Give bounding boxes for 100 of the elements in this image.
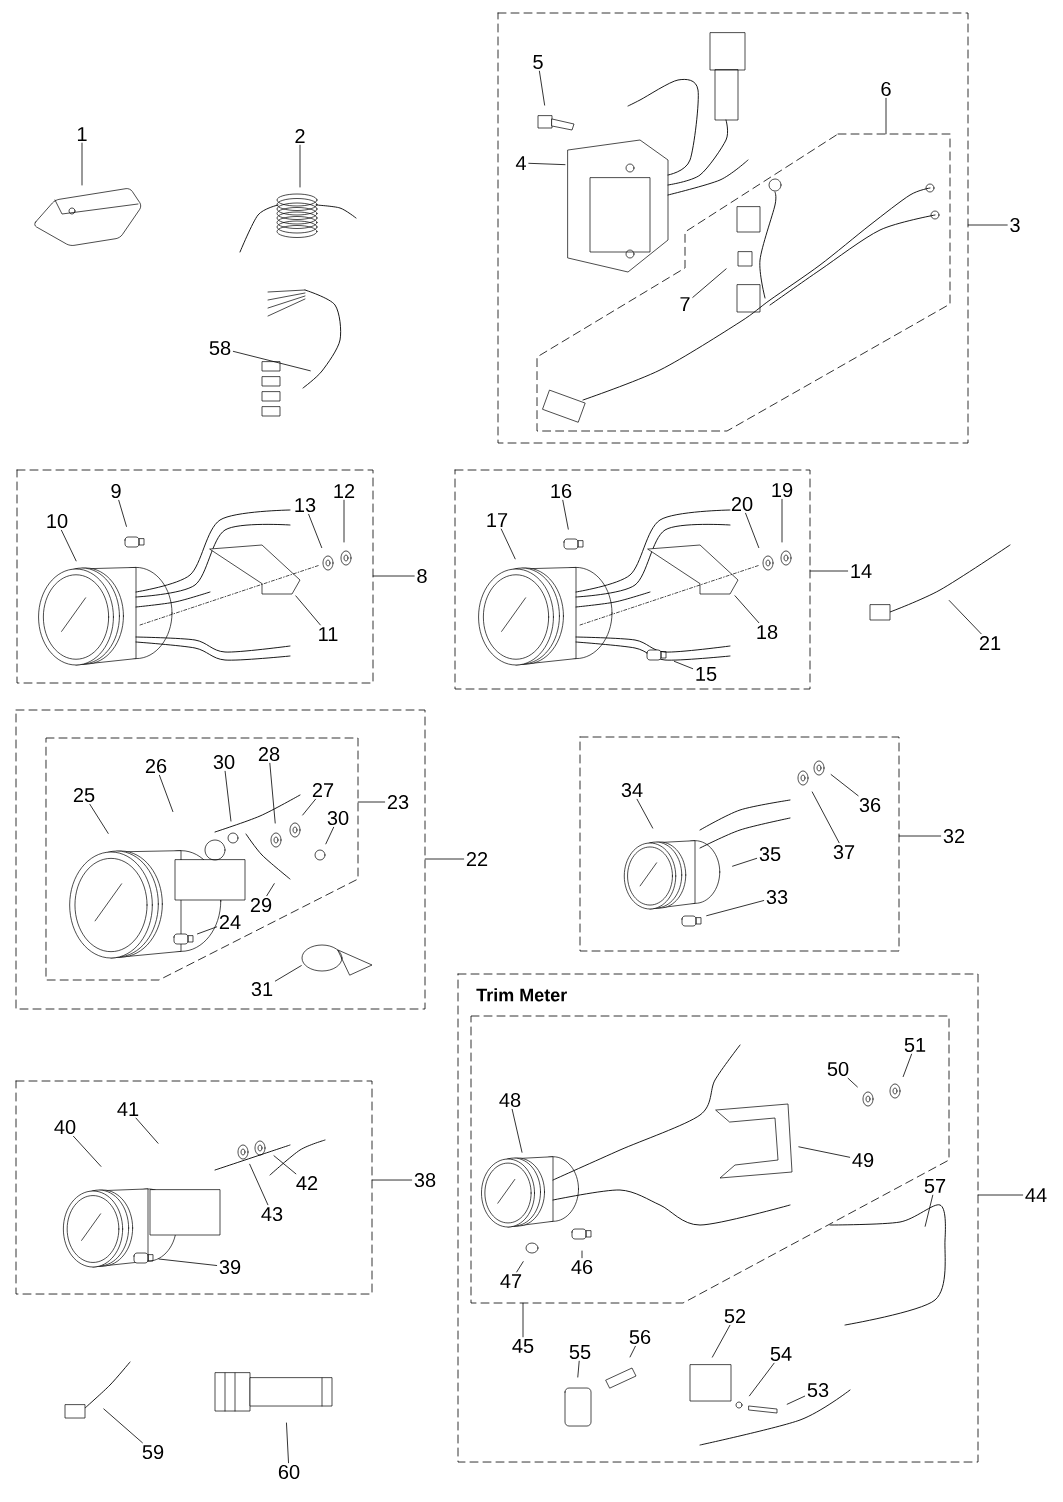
leader-line xyxy=(745,512,760,548)
group-frame xyxy=(536,133,951,432)
leader-line xyxy=(343,499,345,543)
leader-line xyxy=(781,498,783,543)
group-frame xyxy=(15,709,426,1010)
leader-line xyxy=(948,600,982,635)
callout-number: 14 xyxy=(851,564,872,578)
callout-number: 32 xyxy=(943,828,965,844)
callout-number: 27 xyxy=(312,783,334,797)
leader-line xyxy=(629,1345,636,1358)
leader-line xyxy=(711,1324,731,1358)
callout-number: 16 xyxy=(551,483,572,499)
callout-number: 51 xyxy=(904,1038,926,1052)
callout-number: 2 xyxy=(295,129,305,143)
leader-line xyxy=(424,858,465,860)
callout-number: 7 xyxy=(680,297,690,311)
callout-number: 52 xyxy=(724,1308,746,1324)
leader-line xyxy=(158,1258,218,1266)
leader-line xyxy=(73,1135,102,1167)
callout-number: 36 xyxy=(859,797,881,813)
callout-number: 8 xyxy=(417,568,427,584)
group-frame xyxy=(470,1015,950,1304)
leader-line xyxy=(636,798,654,829)
callout-number: 18 xyxy=(757,624,778,640)
leader-line xyxy=(673,660,694,670)
callout-number: 3 xyxy=(1010,217,1020,233)
callout-number: 12 xyxy=(334,484,355,498)
leader-line xyxy=(371,1179,413,1181)
callout-number: 10 xyxy=(47,513,68,529)
callout-number: 13 xyxy=(295,497,316,513)
callout-number: 21 xyxy=(979,636,1001,650)
group-frame xyxy=(579,736,900,952)
leader-line xyxy=(269,762,276,824)
leader-line xyxy=(273,1155,297,1175)
leader-line xyxy=(357,801,386,803)
leader-line xyxy=(885,97,887,135)
callout-number: 38 xyxy=(414,1172,436,1188)
leader-line xyxy=(197,926,218,935)
leader-line xyxy=(847,1077,858,1088)
callout-number: 40 xyxy=(54,1119,76,1135)
leader-line xyxy=(274,965,302,982)
leader-line xyxy=(809,570,849,572)
callout-number: 28 xyxy=(258,746,280,762)
leader-line xyxy=(830,774,859,797)
leader-line xyxy=(692,268,727,298)
callout-number: 1 xyxy=(77,127,87,141)
leader-line xyxy=(562,499,569,530)
leader-line xyxy=(977,1194,1024,1196)
leader-line xyxy=(286,1422,289,1464)
leader-line xyxy=(902,1053,912,1077)
callout-number: 56 xyxy=(629,1329,651,1345)
callout-number: 9 xyxy=(111,483,121,499)
leader-line xyxy=(103,1408,143,1444)
callout-number: 47 xyxy=(500,1274,522,1288)
callout-number: 48 xyxy=(499,1092,521,1108)
callout-number: 55 xyxy=(569,1345,591,1359)
leader-line xyxy=(577,1360,580,1378)
leader-line xyxy=(967,224,1008,226)
leader-line xyxy=(249,1163,269,1206)
leader-line xyxy=(898,835,942,837)
callout-number: 44 xyxy=(1025,1188,1047,1202)
callout-number: 5 xyxy=(533,55,543,69)
leader-line xyxy=(539,70,546,106)
callout-number: 30 xyxy=(213,754,235,770)
callout-number: 17 xyxy=(487,513,508,527)
callout-number: 50 xyxy=(827,1061,849,1077)
leader-line xyxy=(811,791,840,844)
leader-line xyxy=(61,529,77,562)
leader-line xyxy=(734,595,760,624)
callout-number: 59 xyxy=(142,1444,164,1460)
leader-line xyxy=(118,499,127,527)
leader-line xyxy=(706,900,765,917)
callout-number: 22 xyxy=(466,852,488,866)
leader-line xyxy=(786,1395,806,1405)
leader-line xyxy=(522,1302,524,1338)
callout-number: 53 xyxy=(807,1382,829,1398)
leader-line xyxy=(372,575,415,577)
leader-line xyxy=(798,1146,851,1158)
group-frame xyxy=(45,737,359,981)
callout-number: 31 xyxy=(251,981,273,997)
callout-number: 35 xyxy=(759,846,781,862)
callout-number: 49 xyxy=(852,1152,874,1168)
leader-line xyxy=(516,1261,524,1273)
leader-line xyxy=(749,1362,775,1397)
callout-number: 6 xyxy=(881,81,891,97)
leader-line xyxy=(302,798,316,816)
leader-line xyxy=(308,513,323,549)
leader-line xyxy=(89,803,109,834)
leader-line xyxy=(325,826,335,845)
group-frame xyxy=(16,469,374,684)
callout-number: 37 xyxy=(833,844,855,860)
leader-line xyxy=(135,1117,159,1144)
callout-number: 60 xyxy=(278,1464,300,1480)
callout-number: 19 xyxy=(772,482,793,498)
callout-number: 23 xyxy=(387,794,409,810)
callout-number: 45 xyxy=(512,1339,534,1353)
leader-line xyxy=(232,350,311,372)
callout-number: 57 xyxy=(924,1179,946,1193)
leader-line xyxy=(500,528,516,560)
callout-number: 34 xyxy=(621,782,643,798)
